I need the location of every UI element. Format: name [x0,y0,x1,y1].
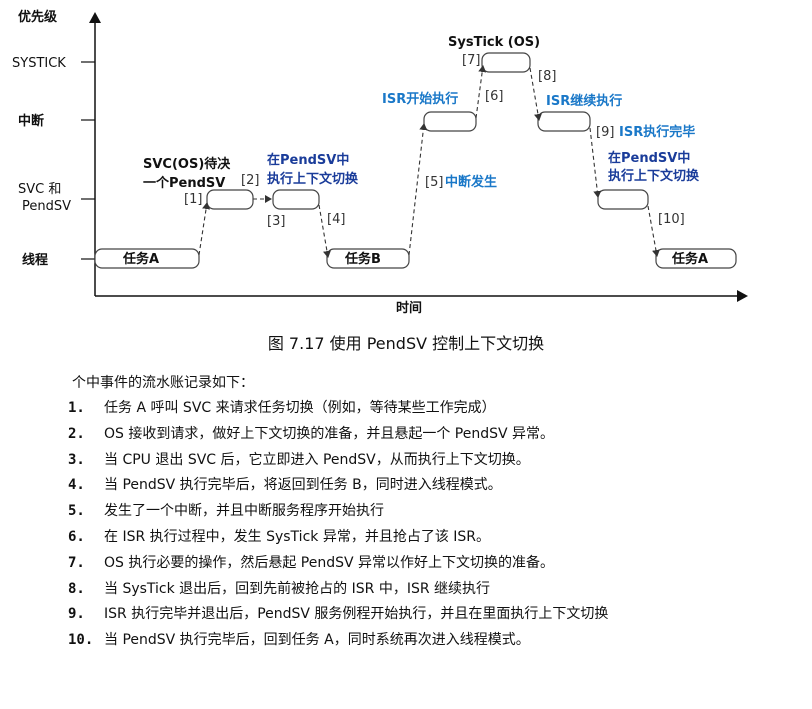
annotation-interrupt-occurs: 中断发生 [445,174,497,190]
list-item: 7. OS 执行必要的操作，然后悬起 PendSV 异常以作好上下文切换的准备。 [68,551,608,577]
list-item-number: 9. [68,606,85,623]
step-label-1: [1] [184,192,202,207]
y-axis-label: 优先级 [18,9,58,25]
annotation-svc-pending-2: 一个PendSV [143,175,225,191]
list-item: 10. 当 PendSV 执行完毕后，回到任务 A，同时系统再次进入线程模式。 [68,628,608,654]
figure-caption: 图 7.17 使用 PendSV 控制上下文切换 [267,334,545,353]
list-item-text: 当 PendSV 执行完毕后，回到任务 A，同时系统再次进入线程模式。 [104,632,530,649]
list-item-number: 4. [68,477,85,494]
list-item: 4. 当 PendSV 执行完毕后，将返回到任务 B，同时进入线程模式。 [68,473,608,499]
list-item: 8. 当 SysTick 退出后，回到先前被抢占的 ISR 中，ISR 继续执行 [68,577,608,603]
list-item-number: 2. [68,425,85,442]
transition-arrow-1 [198,202,211,256]
pendsv-box-1 [272,189,320,210]
step-label-4: [4] [327,212,345,227]
transition-arrow-3 [318,204,331,258]
annotation-pendsv-switch2-1: 在PendSV中 [608,150,690,166]
svc-box [206,189,254,210]
step-label-7: [7] [462,53,480,68]
list-item: 6. 在 ISR 执行过程中，发生 SysTick 异常，并且抢占了该 ISR。 [68,525,608,551]
annotation-isr-start: ISR开始执行 [382,91,458,107]
step-label-8: [8] [538,69,556,84]
annotation-pendsv-switch2-2: 执行上下文切换 [608,168,700,184]
annotation-systick-os: SysTick (OS) [448,35,540,50]
list-item: 3. 当 CPU 退出 SVC 后，它立即进入 PendSV，从而执行上下文切换。 [68,448,608,474]
list-item: 1. 任务 A 呼叫 SVC 来请求任务切换（例如，等待某些工作完成） [68,396,608,422]
x-axis-label: 时间 [396,300,422,316]
step-label-3: [3] [267,214,285,229]
annotation-svc-pending-1: SVC(OS)待决 [143,156,231,172]
list-item: 9. ISR 执行完毕并退出后，PendSV 服务例程开始执行，并且在里面执行上下… [68,602,608,628]
task-a-start-box [94,248,200,269]
level-label-systick: SYSTICK [12,56,66,71]
transition-arrow-6 [475,65,487,119]
list-item-text: OS 接收到请求，做好上下文切换的准备，并且悬起一个 PendSV 异常。 [104,425,555,442]
transition-arrow-9 [589,127,602,198]
level-label-interrupt: 中断 [18,113,44,129]
annotation-isr-resume: ISR继续执行 [546,93,622,109]
annotation-pendsv-switch-2: 执行上下文切换 [267,171,359,187]
event-list: 1. 任务 A 呼叫 SVC 来请求任务切换（例如，等待某些工作完成） 2. OS … [68,396,608,654]
transition-arrow-8 [529,67,542,121]
list-item-text: ISR 执行完毕并退出后，PendSV 服务例程开始执行，并且在里面执行上下文切… [104,606,609,623]
level-label-thread: 线程 [22,252,48,268]
systick-box [481,52,531,73]
list-item-number: 1. [68,400,85,416]
step-label-5: [5] [425,175,443,190]
transition-arrow-5 [408,123,428,256]
task-a-start-label: 任务A [122,251,159,267]
list-item-text: 当 PendSV 执行完毕后，将返回到任务 B，同时进入线程模式。 [104,477,502,494]
step-label-10: [10] [658,212,685,227]
level-label-svc-1: SVC 和 [18,182,61,197]
level-label-svc-2: PendSV [22,199,71,214]
list-item-number: 6. [68,528,85,545]
transition-arrow-10 [647,205,660,257]
intro-text: 个中事件的流水账记录如下： [72,375,254,391]
list-item-text: 在 ISR 执行过程中，发生 SysTick 异常，并且抢占了该 ISR。 [104,528,491,545]
pendsv-timeline-diagram: 优先级 时间 SYSTICK 中断 SVC 和 PendSV 线程 任务A 任务… [12,9,748,316]
task-a-end-label: 任务A [671,251,708,267]
list-item-number: 7. [68,554,85,571]
list-item-text: 发生了一个中断，并且中断服务程序开始执行 [104,503,384,520]
step-label-9: [9] [596,125,614,140]
list-item-number: 10. [68,632,94,649]
list-item-text: 当 SysTick 退出后，回到先前被抢占的 ISR 中，ISR 继续执行 [104,580,491,597]
pendsv-box-2 [597,189,649,210]
step-label-6: [6] [485,89,503,104]
task-a-end-box [655,248,737,269]
list-item-text: 当 CPU 退出 SVC 后，它立即进入 PendSV，从而执行上下文切换。 [104,451,530,468]
task-b-label: 任务B [344,251,381,267]
list-item-number: 3. [68,451,85,468]
list-item-text: OS 执行必要的操作，然后悬起 PendSV 异常以作好上下文切换的准备。 [104,554,555,571]
task-b-box [326,248,410,269]
list-item-number: 8. [68,580,85,597]
annotation-isr-done: ISR执行完毕 [619,124,695,140]
list-item-number: 5. [68,503,85,520]
isr-box-2 [537,111,591,132]
step-label-2: [2] [241,173,259,188]
list-item-text: 任务 A 呼叫 SVC 来请求任务切换（例如，等待某些工作完成） [104,400,496,416]
isr-box-1 [423,111,477,132]
list-item: 5. 发生了一个中断，并且中断服务程序开始执行 [68,499,608,525]
annotation-pendsv-switch-1: 在PendSV中 [267,152,349,168]
list-item: 2. OS 接收到请求，做好上下文切换的准备，并且悬起一个 PendSV 异常。 [68,422,608,448]
